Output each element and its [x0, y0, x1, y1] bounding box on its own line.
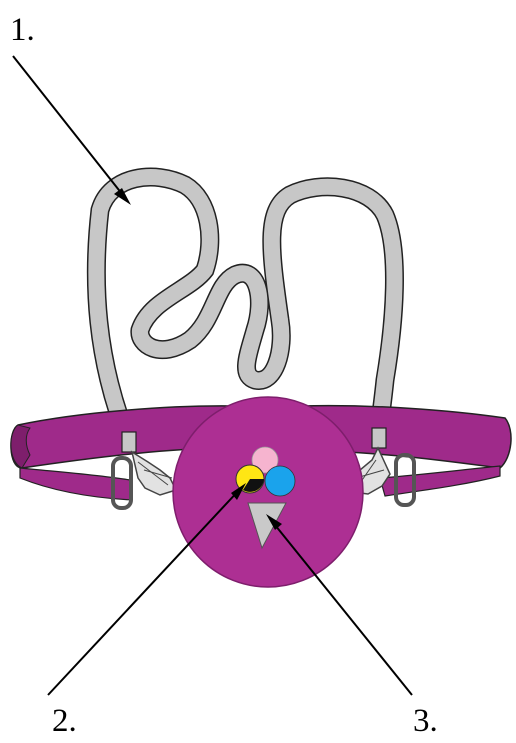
leader-2-line — [48, 488, 241, 695]
belt-left-lower — [20, 468, 132, 500]
leader-1-line — [13, 56, 126, 199]
scoop-blue — [265, 466, 295, 496]
callout-label-1: 1. — [10, 14, 35, 47]
callout-label-2: 2. — [52, 705, 77, 738]
callout-leaders — [13, 56, 412, 695]
round-pouch — [173, 397, 363, 587]
callout-label-3: 3. — [413, 705, 438, 738]
